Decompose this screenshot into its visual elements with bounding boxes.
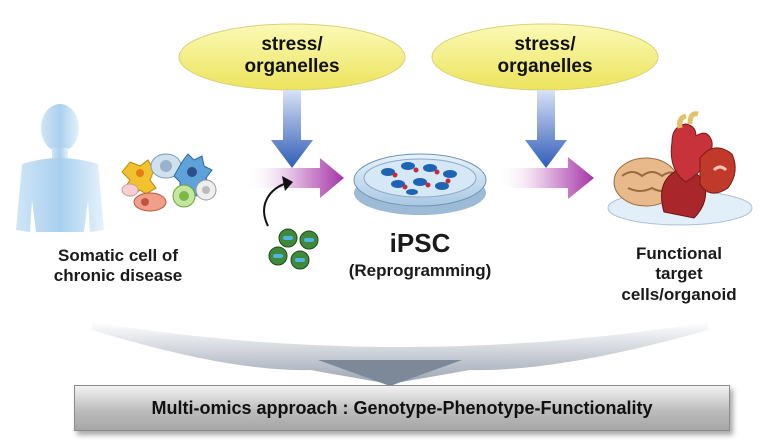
human-silhouette-icon xyxy=(16,104,104,232)
ipsc-subtitle: (Reprogramming) xyxy=(348,261,492,281)
process-arrow-left xyxy=(245,158,344,198)
somatic-cell-label: Somatic cell of chronic disease xyxy=(18,246,218,287)
petri-dish-icon xyxy=(353,153,487,215)
ipsc-title: iPSC xyxy=(389,228,451,258)
stress-label-right-line1: stress/ xyxy=(514,34,576,55)
somatic-line1: Somatic cell of xyxy=(58,246,178,265)
convergence-arrow-tip xyxy=(318,360,462,386)
stress-label-left: stress/ organelles xyxy=(232,34,352,78)
factor-arrow-head xyxy=(282,176,293,191)
stress-label-right: stress/ organelles xyxy=(485,34,605,78)
multi-omics-banner: Multi-omics approach : Genotype-Phenotyp… xyxy=(74,385,730,431)
functional-line2: target xyxy=(655,264,703,284)
process-arrow-right xyxy=(498,157,594,199)
reprogramming-factors-icon xyxy=(268,228,319,270)
stress-arrow-right xyxy=(525,90,567,168)
stress-label-left-line1: stress/ xyxy=(261,34,323,55)
stress-arrow-left xyxy=(271,90,313,168)
functional-line1: Functional xyxy=(636,244,722,263)
stress-label-left-line2: organelles xyxy=(244,55,340,77)
somatic-cells-icon xyxy=(121,153,217,212)
convergence-arrow xyxy=(92,322,708,384)
functional-line3: cells/organoid xyxy=(621,284,737,304)
ipsc-label: iPSC (Reprogramming) xyxy=(330,228,510,282)
organs-icon xyxy=(607,111,753,226)
stress-label-right-line2: organelles xyxy=(497,55,593,77)
somatic-line2: chronic disease xyxy=(53,266,183,286)
functional-target-label: Functional target cells/organoid xyxy=(590,244,768,305)
